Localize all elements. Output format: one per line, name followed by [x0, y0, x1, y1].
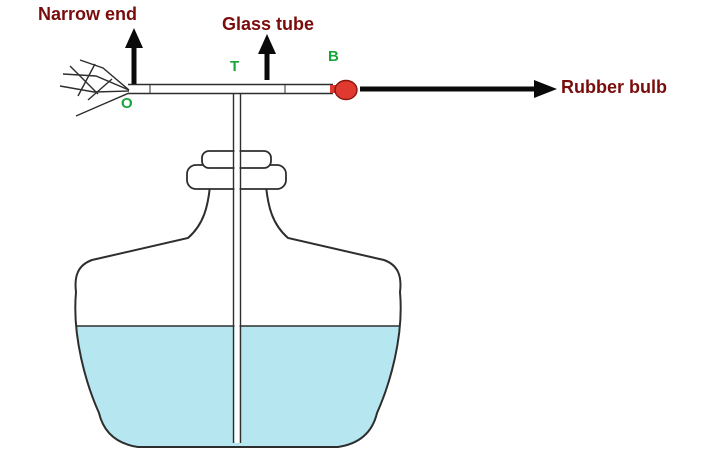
rubber-bulb-arrow: [360, 80, 557, 98]
narrow-end-label: Narrow end: [38, 4, 138, 24]
vertical-tube: [232, 85, 242, 443]
vertical-tube-channel: [234, 95, 240, 443]
narrow-end-arrow: [125, 28, 143, 84]
rubber-bulb-label: Rubber bulb: [561, 77, 667, 97]
point-o-label: O: [121, 95, 133, 112]
rubber-bulb-shape: [330, 79, 358, 101]
horizontal-tube: [128, 83, 333, 95]
glass-tube-label: Glass tube: [222, 14, 315, 34]
flask-outline: [74, 185, 402, 448]
point-t-label: T: [230, 58, 240, 75]
arrows: [125, 28, 557, 98]
point-b-label: B: [328, 48, 339, 65]
horizontal-tube-channel: [128, 85, 333, 93]
glass-tube-arrow: [258, 34, 276, 80]
narrow-end-scribble: [59, 59, 130, 117]
